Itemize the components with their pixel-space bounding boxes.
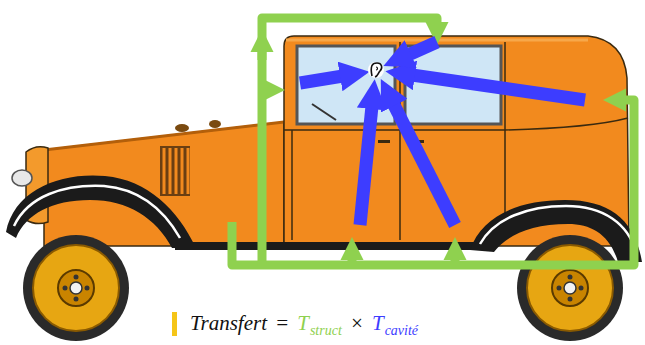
- formula-symbol: T: [297, 311, 309, 335]
- wheel: [23, 235, 129, 341]
- car-body: [6, 36, 642, 262]
- wheel: [517, 235, 623, 341]
- formula-operator: ×: [350, 311, 364, 335]
- ear-symbol: [368, 62, 384, 78]
- formula-subscript: cavité: [385, 323, 418, 338]
- formula-subscript: struct: [310, 323, 342, 338]
- cavity-path: [300, 42, 585, 225]
- formula-operator: =: [275, 311, 289, 335]
- structural-path: [232, 18, 634, 265]
- formula-term: Transfert: [190, 311, 267, 335]
- formula: Transfert = Tstruct × Tcavité: [190, 309, 418, 345]
- highlight-bar: [172, 312, 177, 336]
- formula-symbol: T: [372, 311, 384, 335]
